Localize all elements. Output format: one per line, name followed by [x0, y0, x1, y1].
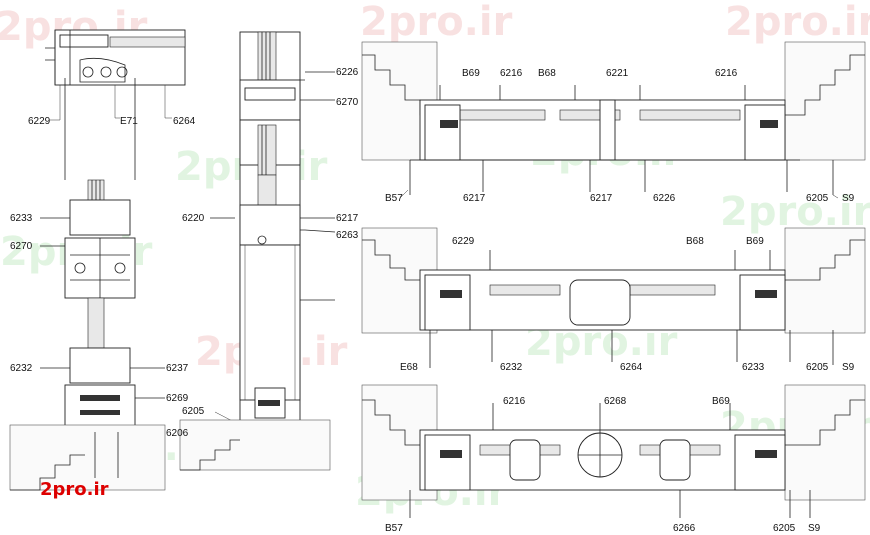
label-6233: 6233: [10, 213, 33, 224]
label-E68: E68: [400, 362, 418, 373]
label-B68: B68: [686, 236, 704, 247]
horizontal-section-2: [361, 227, 866, 368]
label-B69: B69: [712, 396, 730, 407]
label-6270: 6270: [10, 241, 33, 252]
label-6237: 6237: [166, 363, 189, 374]
label-6233: 6233: [742, 362, 765, 373]
label-6263: 6263: [336, 230, 359, 241]
label-6232: 6232: [10, 363, 33, 374]
label-S9: S9: [842, 193, 855, 204]
label-6220: 6220: [182, 213, 205, 224]
label-B57: B57: [385, 523, 403, 534]
label-6221: 6221: [606, 68, 629, 79]
label-B68: B68: [538, 68, 556, 79]
label-6270: 6270: [336, 97, 359, 108]
watermark-text: 2pro.ir: [720, 189, 870, 235]
watermark-text: 2pro.ir: [725, 0, 870, 45]
site-logo: 2pro.ir: [40, 479, 109, 500]
label-6205: 6205: [806, 193, 829, 204]
label-6205: 6205: [182, 406, 205, 417]
label-6232: 6232: [500, 362, 523, 373]
label-B69: B69: [746, 236, 764, 247]
label-6216: 6216: [715, 68, 738, 79]
label-S9: S9: [842, 362, 855, 373]
label-6216: 6216: [500, 68, 523, 79]
label-6264: 6264: [620, 362, 643, 373]
label-6205: 6205: [806, 362, 829, 373]
label-6268: 6268: [604, 396, 627, 407]
label-E71: E71: [120, 116, 138, 127]
label-S9: S9: [808, 523, 821, 534]
label-6217: 6217: [463, 193, 486, 204]
label-6229: 6229: [452, 236, 475, 247]
label-6205: 6205: [773, 523, 796, 534]
vertical-section-left: [9, 78, 166, 491]
label-6217: 6217: [336, 213, 359, 224]
label-6206: 6206: [166, 428, 189, 439]
label-6216: 6216: [503, 396, 526, 407]
watermark-text: 2pro.ir: [360, 0, 513, 45]
label-B57: B57: [385, 193, 403, 204]
label-6264: 6264: [173, 116, 196, 127]
label-6217: 6217: [590, 193, 613, 204]
label-6229: 6229: [28, 116, 51, 127]
horizontal-section-1: [361, 41, 866, 199]
label-6226: 6226: [653, 193, 676, 204]
label-B69: B69: [462, 68, 480, 79]
profile-detail-top-left: [45, 29, 186, 121]
horizontal-section-3: [361, 384, 866, 518]
vertical-section-center: [179, 31, 336, 471]
label-6266: 6266: [673, 523, 696, 534]
label-6226: 6226: [336, 67, 359, 78]
label-6269: 6269: [166, 393, 189, 404]
